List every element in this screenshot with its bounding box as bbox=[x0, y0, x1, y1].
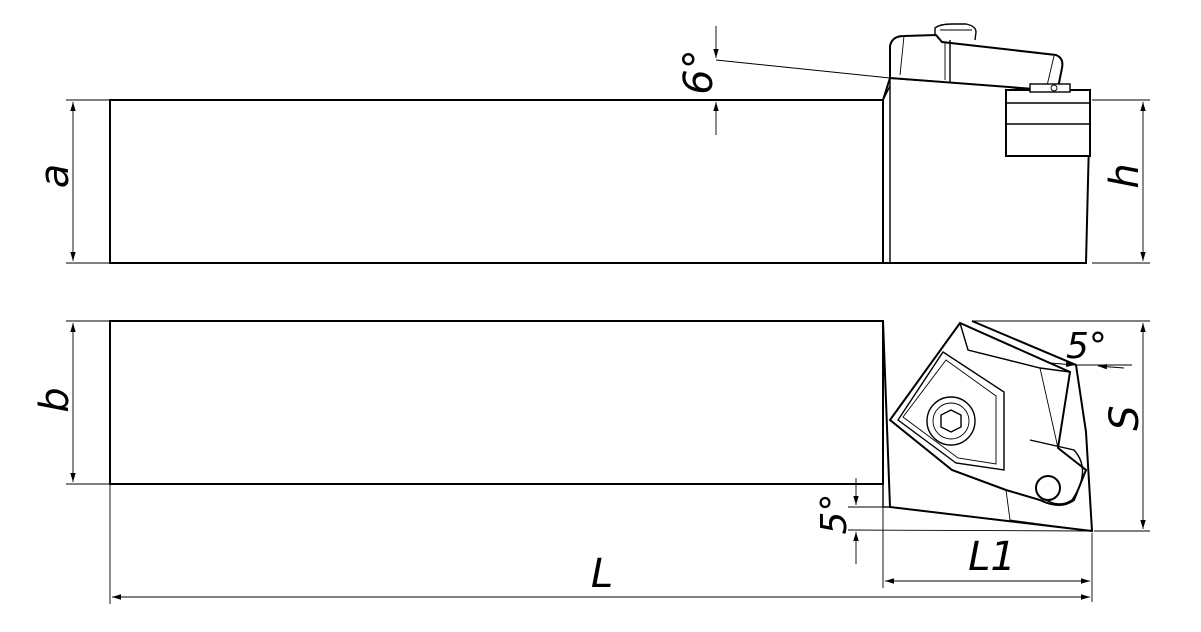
top-head bbox=[882, 320, 1094, 533]
label-angle-bottom: 5° bbox=[814, 494, 855, 535]
hex-socket-icon bbox=[940, 409, 962, 433]
label-L: L bbox=[591, 551, 613, 597]
side-view: a h 6° bbox=[32, 23, 1150, 264]
label-angle-right: 5° bbox=[1066, 326, 1107, 367]
dim-L1: L1 bbox=[882, 507, 1093, 602]
label-b: b bbox=[32, 387, 78, 412]
side-insert bbox=[1005, 83, 1091, 157]
dim-b: b bbox=[32, 320, 110, 485]
top-view: b S 5° 5° L1 bbox=[32, 320, 1150, 604]
top-insert bbox=[888, 321, 1093, 532]
label-a: a bbox=[32, 164, 78, 189]
dim-angle-right: 5° bbox=[1049, 326, 1132, 370]
dim-S: S bbox=[972, 320, 1150, 532]
screw-outer bbox=[926, 396, 976, 446]
label-angle-top: 6° bbox=[676, 49, 722, 94]
dim-angle-top: 6° bbox=[676, 26, 891, 135]
side-shank bbox=[109, 99, 884, 264]
top-shank bbox=[109, 320, 884, 485]
dim-angle-bottom: 5° bbox=[814, 478, 1093, 564]
label-h: h bbox=[1102, 163, 1148, 188]
dim-a: a bbox=[32, 99, 110, 264]
side-clamp bbox=[889, 23, 1064, 92]
dim-L: L bbox=[109, 484, 1090, 604]
label-S: S bbox=[1102, 405, 1148, 430]
label-L1: L1 bbox=[968, 534, 1016, 580]
dim-h: h bbox=[1092, 99, 1150, 264]
